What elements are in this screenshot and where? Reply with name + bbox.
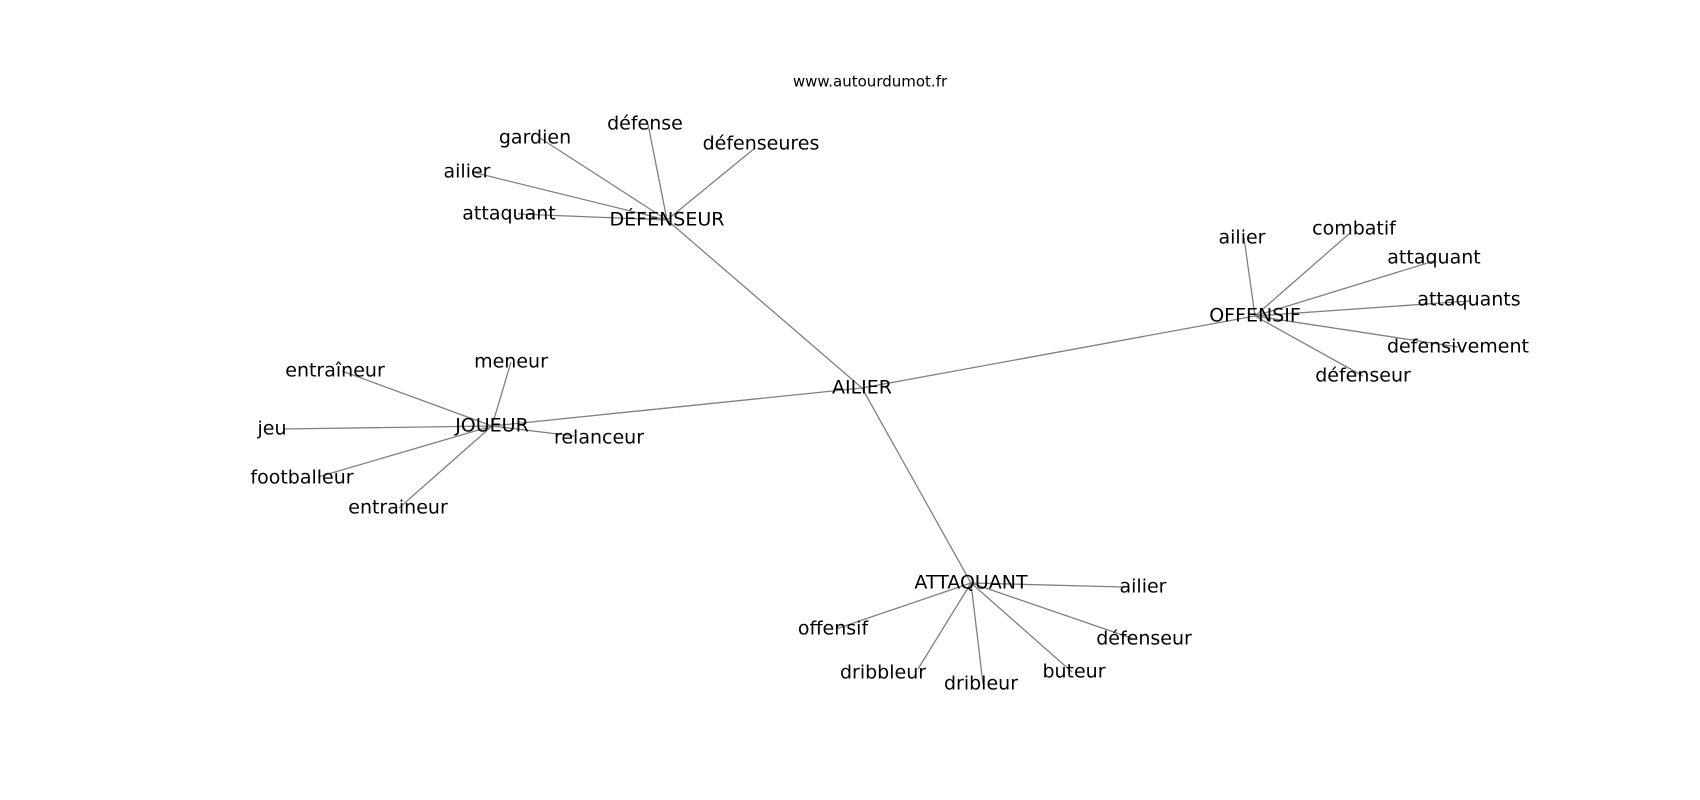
graph-labels: AILIER DÉFENSEUR gardien défense défense…	[250, 113, 1529, 695]
hub-label-offensif: OFFENSIF	[1209, 305, 1301, 327]
hub-leaf-edge	[471, 171, 668, 221]
leaf-label: footballeur	[250, 467, 353, 489]
leaf-label: relanceur	[554, 427, 644, 449]
hub-leaf-edge	[1254, 300, 1470, 317]
hub-leaf-edge	[341, 370, 493, 427]
leaf-label: defensivement	[1387, 336, 1529, 358]
leaf-label: défenseur	[1096, 628, 1192, 650]
hub-leaf-edge	[647, 123, 668, 221]
center-node-label: AILIER	[832, 377, 892, 399]
leaf-label: attaquant	[462, 203, 555, 225]
hub-leaf-edge	[317, 425, 493, 478]
leaf-label: jeu	[256, 418, 286, 440]
leaf-label: dribleur	[944, 673, 1018, 695]
leaf-label: ailier	[1219, 227, 1266, 249]
leaf-label: combatif	[1312, 218, 1397, 240]
hub-leaf-edge	[398, 425, 493, 509]
hub-leaf-edge	[970, 582, 984, 685]
hub-leaf-edge	[1243, 237, 1256, 317]
leaf-label: défenseures	[703, 133, 820, 155]
center-hub-edge	[861, 315, 1256, 389]
leaf-label: ailier	[1120, 576, 1167, 598]
hub-leaf-edge	[491, 425, 575, 437]
hub-leaf-edge	[1254, 260, 1435, 317]
hub-leaf-edge	[539, 137, 668, 221]
leaf-label: gardien	[499, 127, 571, 149]
hub-leaf-edge	[917, 582, 972, 670]
leaf-label: dribbleur	[840, 662, 926, 684]
leaf-label: attaquant	[1387, 247, 1480, 269]
leaf-label: ailier	[444, 161, 491, 183]
leaf-label: défense	[607, 113, 683, 135]
leaf-label: entraineur	[348, 497, 448, 519]
hub-leaf-edge	[1254, 315, 1364, 377]
leaf-label: buteur	[1042, 661, 1105, 683]
hub-leaf-edge	[970, 582, 1135, 640]
center-hub-edge	[861, 387, 972, 584]
source-watermark: www.autourdumot.fr	[793, 73, 948, 91]
center-hub-edge	[666, 219, 863, 389]
hub-leaf-edge	[835, 582, 972, 630]
hub-leaf-edge	[1254, 315, 1459, 348]
hub-leaf-edge	[491, 361, 512, 427]
leaf-label: attaquants	[1417, 289, 1520, 311]
hub-leaf-edge	[1254, 232, 1351, 317]
leaf-label: meneur	[474, 351, 548, 373]
hub-label-joueur: JOUEUR	[454, 415, 529, 437]
hub-label-attaquant: ATTAQUANT	[914, 572, 1028, 594]
hub-leaf-edge	[282, 425, 493, 430]
leaf-label: offensif	[798, 618, 870, 640]
hub-label-defenseur: DÉFENSEUR	[610, 208, 725, 231]
hub-leaf-edge	[970, 582, 1073, 673]
hub-leaf-edge	[517, 213, 668, 221]
graph-edges	[282, 123, 1470, 685]
leaf-label: défenseur	[1315, 365, 1411, 387]
hub-leaf-edge	[666, 147, 756, 221]
center-hub-edge	[491, 387, 863, 427]
hub-leaf-edge	[970, 582, 1124, 588]
leaf-label: entraîneur	[285, 360, 385, 382]
